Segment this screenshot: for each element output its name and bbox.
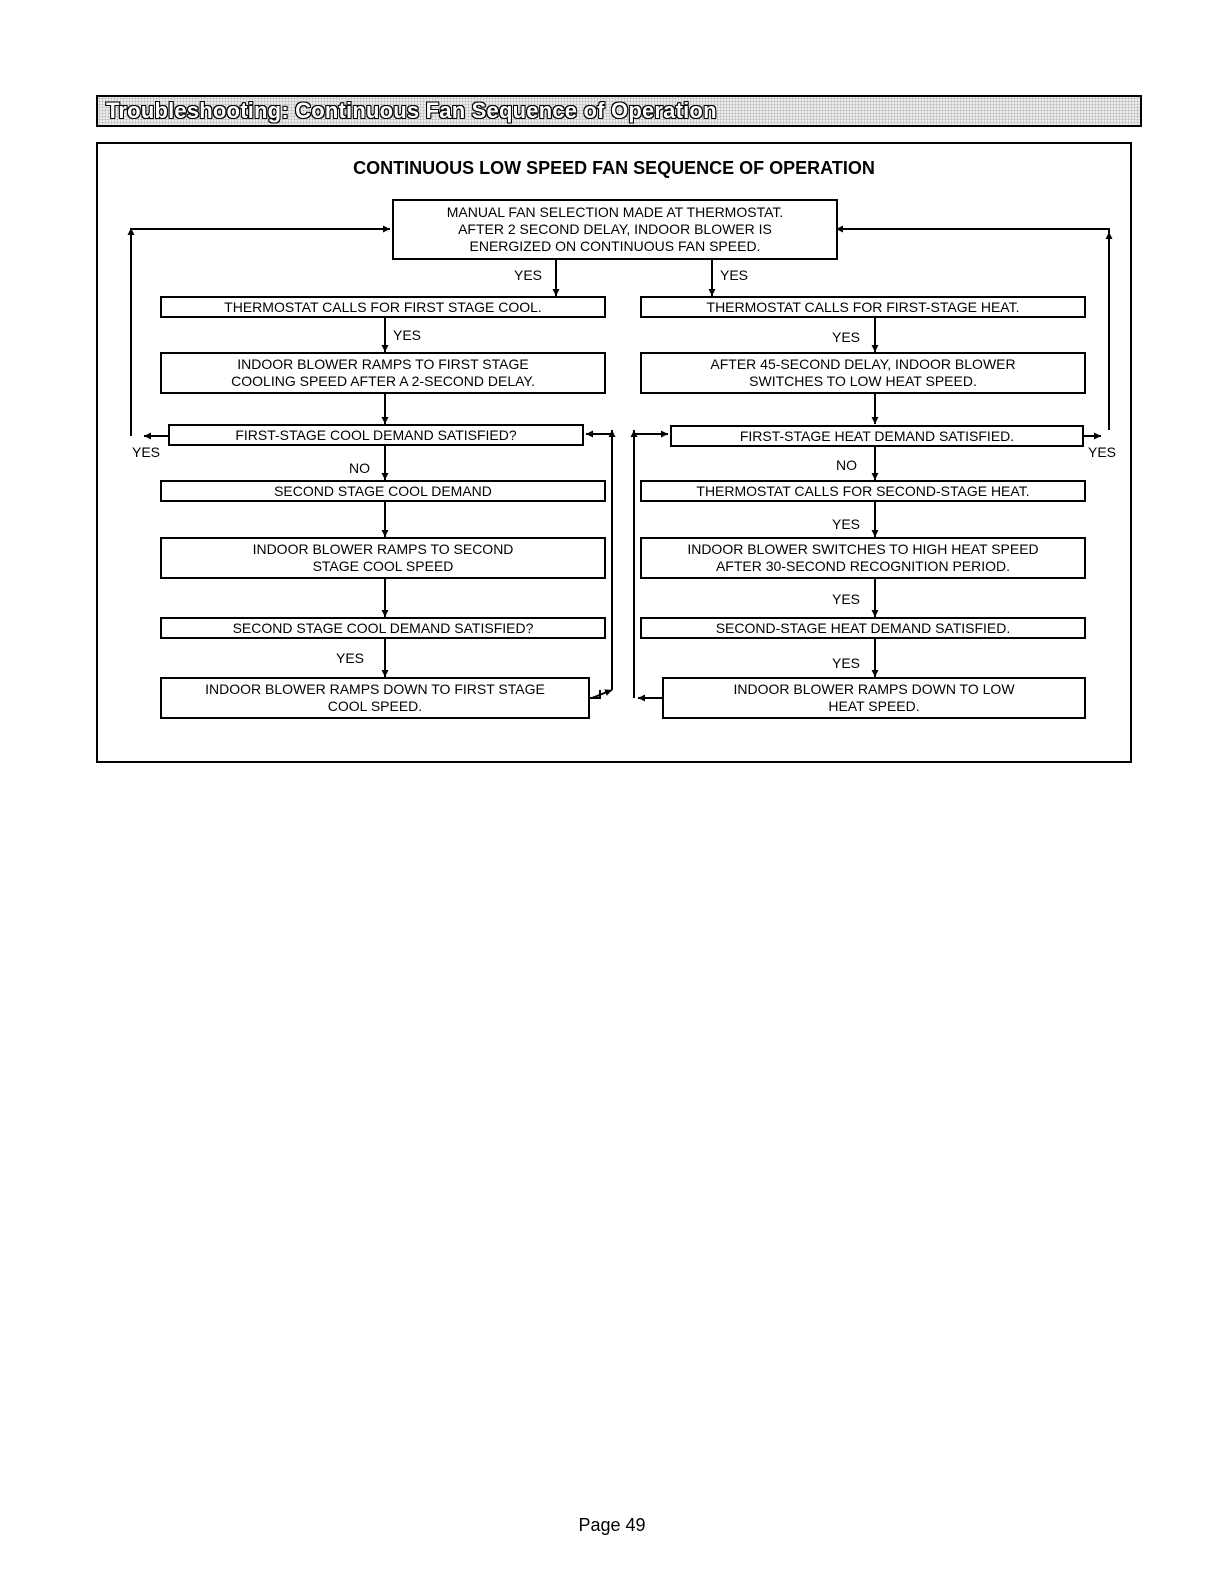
start-line: AFTER 2 SECOND DELAY, INDOOR BLOWER IS: [458, 221, 772, 237]
label-yes: YES: [832, 591, 861, 607]
label-yes: YES: [832, 516, 861, 532]
label-yes: YES: [393, 327, 422, 343]
loop-left-up: [130, 225, 390, 430]
arrow-cool-rampdown-right: [591, 689, 613, 699]
cool-satisfied-box: FIRST-STAGE COOL DEMAND SATISFIED?: [168, 424, 584, 446]
start-line: ENERGIZED ON CONTINUOUS FAN SPEED.: [469, 238, 761, 254]
heat-delay-box: AFTER 45-SECOND DELAY, INDOOR BLOWER SWI…: [640, 352, 1086, 394]
cool-second-demand-box: SECOND STAGE COOL DEMAND: [160, 480, 606, 502]
heat-high-box: INDOOR BLOWER SWITCHES TO HIGH HEAT SPEE…: [640, 537, 1086, 579]
loop-right-up: [836, 225, 1110, 430]
label-yes: YES: [720, 267, 749, 283]
label-yes: YES: [832, 329, 861, 345]
cool-ramp-down-box: INDOOR BLOWER RAMPS DOWN TO FIRST STAGE …: [160, 677, 590, 719]
cool-second-ramp-box: INDOOR BLOWER RAMPS TO SECOND STAGE COOL…: [160, 537, 606, 579]
cool-second-satisfied-box: SECOND STAGE COOL DEMAND SATISFIED?: [160, 617, 606, 639]
start-line: MANUAL FAN SELECTION MADE AT THERMOSTAT.: [446, 204, 784, 220]
start-box: MANUAL FAN SELECTION MADE AT THERMOSTAT.…: [392, 199, 838, 260]
section-header: Troubleshooting: Continuous Fan Sequence…: [96, 95, 1142, 127]
label-yes: YES: [336, 650, 365, 666]
diagram-title: CONTINUOUS LOW SPEED FAN SEQUENCE OF OPE…: [353, 158, 875, 178]
label-yes: YES: [132, 444, 161, 460]
heat-ramp-down-box: INDOOR BLOWER RAMPS DOWN TO LOW HEAT SPE…: [662, 677, 1086, 719]
heat-second-satisfied-box: SECOND-STAGE HEAT DEMAND SATISFIED.: [640, 617, 1086, 639]
label-no: NO: [349, 460, 370, 476]
label-no: NO: [836, 457, 857, 473]
cool-call-box: THERMOSTAT CALLS FOR FIRST STAGE COOL.: [160, 296, 606, 318]
heat-satisfied-box: FIRST-STAGE HEAT DEMAND SATISFIED.: [670, 425, 1084, 447]
label-yes: YES: [514, 267, 543, 283]
page-number: Page 49: [578, 1515, 646, 1535]
heat-second-call-box: THERMOSTAT CALLS FOR SECOND-STAGE HEAT.: [640, 480, 1086, 502]
section-title: Troubleshooting: Continuous Fan Sequence…: [106, 98, 717, 123]
label-yes: YES: [832, 655, 861, 671]
flowchart-connectors: [127, 225, 1113, 702]
cool-ramp-box: INDOOR BLOWER RAMPS TO FIRST STAGE COOLI…: [160, 352, 606, 394]
flowchart-frame: CONTINUOUS LOW SPEED FAN SEQUENCE OF OPE…: [96, 142, 1132, 763]
heat-call-box: THERMOSTAT CALLS FOR FIRST-STAGE HEAT.: [640, 296, 1086, 318]
label-yes: YES: [1088, 444, 1117, 460]
